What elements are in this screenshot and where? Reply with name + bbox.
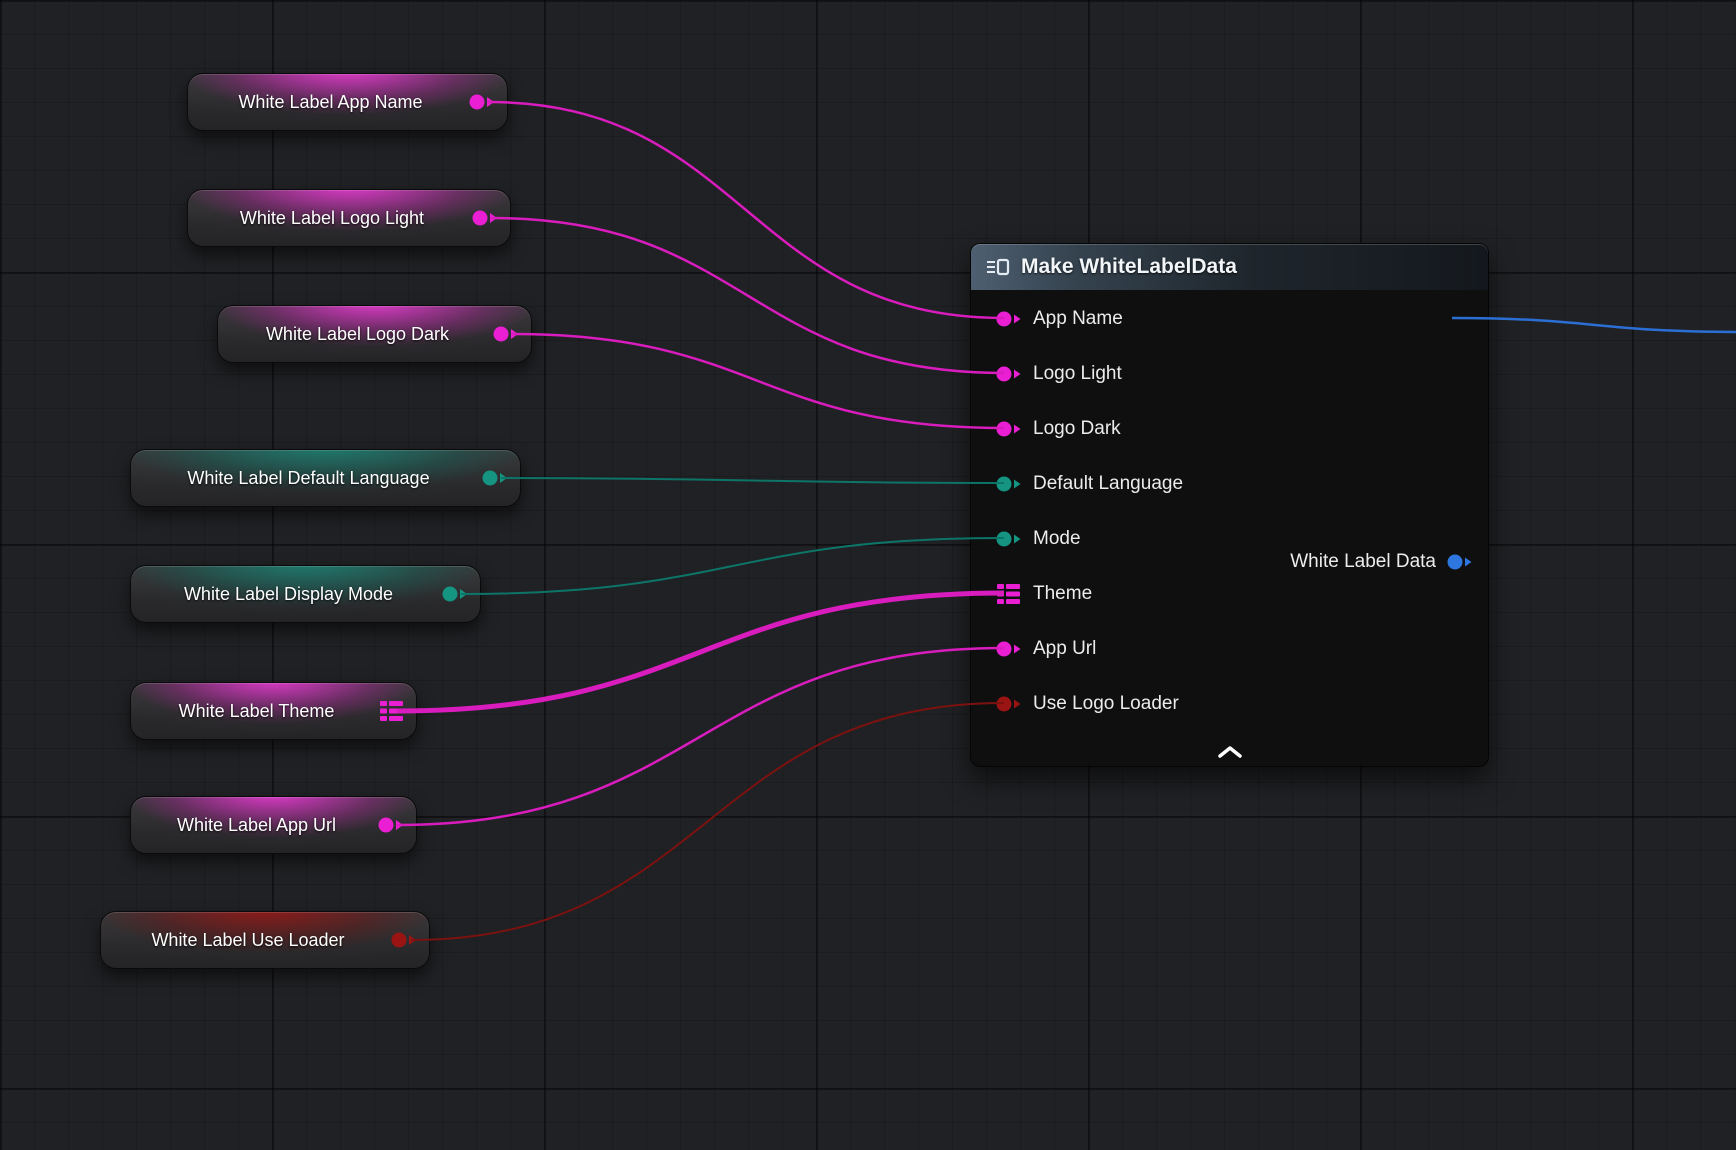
wire-use-loader[interactable] <box>410 702 1005 941</box>
variable-node-label: White Label Theme <box>178 700 335 721</box>
pin-label: Logo Light <box>1033 362 1122 384</box>
variable-node-app-url[interactable]: White Label App Url <box>130 796 417 854</box>
variable-node-theme[interactable]: White Label Theme <box>130 682 417 740</box>
variable-node-app-name[interactable]: White Label App Name <box>187 73 508 131</box>
variable-node-label: White Label Default Language <box>187 467 430 488</box>
wire-app-name[interactable] <box>487 100 1005 320</box>
variable-node-label: White Label App Url <box>176 814 337 835</box>
pin-label: App Url <box>1033 637 1097 659</box>
wire-mode[interactable] <box>460 537 1005 595</box>
make-struct-icon <box>987 258 1010 276</box>
struct-output-pin[interactable] <box>1446 552 1474 572</box>
pin-label: Mode <box>1033 527 1081 549</box>
input-pin-list: App Name Logo Light Logo Dark Default La… <box>971 291 1488 731</box>
variable-node-display-mode[interactable]: White Label Display Mode <box>130 565 481 623</box>
wire-default-language[interactable] <box>500 477 1005 484</box>
variable-node-label: White Label Use Loader <box>151 929 345 950</box>
wire-theme[interactable] <box>396 590 1005 714</box>
pin-label: App Name <box>1033 307 1123 329</box>
variable-node-label: White Label Logo Light <box>239 207 425 228</box>
pin-label: Use Logo Loader <box>1033 692 1179 714</box>
variable-node-label: White Label Display Mode <box>183 583 394 604</box>
variable-node-label: White Label Logo Dark <box>265 323 450 344</box>
pin-label: White Label Data <box>1290 550 1436 572</box>
chevron-up-icon <box>1217 746 1242 758</box>
pin-row-default-language[interactable]: Default Language <box>971 456 1488 511</box>
pin-row-logo-dark[interactable]: Logo Dark <box>971 401 1488 456</box>
wire-output[interactable] <box>1451 316 1736 334</box>
variable-node-label: White Label App Name <box>238 91 423 112</box>
pin-row-logo-light[interactable]: Logo Light <box>971 346 1488 401</box>
pin-row-white-label-data[interactable]: White Label Data <box>1290 534 1474 589</box>
collapse-node-button[interactable] <box>1208 742 1252 762</box>
make-whitelabeldata-node[interactable]: Make WhiteLabelData App Name Logo Light … <box>970 243 1489 767</box>
pin-label: Logo Dark <box>1033 417 1121 439</box>
wire-logo-light[interactable] <box>490 216 1005 375</box>
pin-row-app-url[interactable]: App Url <box>971 621 1488 676</box>
pin-row-mode[interactable]: Mode <box>971 511 1488 566</box>
variable-node-default-language[interactable]: White Label Default Language <box>130 449 521 507</box>
variable-node-logo-dark[interactable]: White Label Logo Dark <box>217 305 532 363</box>
node-header[interactable]: Make WhiteLabelData <box>971 244 1488 290</box>
pin-row-app-name[interactable]: App Name <box>971 291 1488 346</box>
variable-node-use-loader[interactable]: White Label Use Loader <box>100 911 430 969</box>
node-title: Make WhiteLabelData <box>1021 255 1237 278</box>
pin-label: Theme <box>1033 582 1093 604</box>
wire-logo-dark[interactable] <box>511 332 1005 430</box>
variable-node-logo-light[interactable]: White Label Logo Light <box>187 189 511 247</box>
pin-row-use-logo-loader[interactable]: Use Logo Loader <box>971 676 1488 731</box>
wire-app-url[interactable] <box>396 646 1005 827</box>
pin-label: Default Language <box>1033 472 1184 494</box>
